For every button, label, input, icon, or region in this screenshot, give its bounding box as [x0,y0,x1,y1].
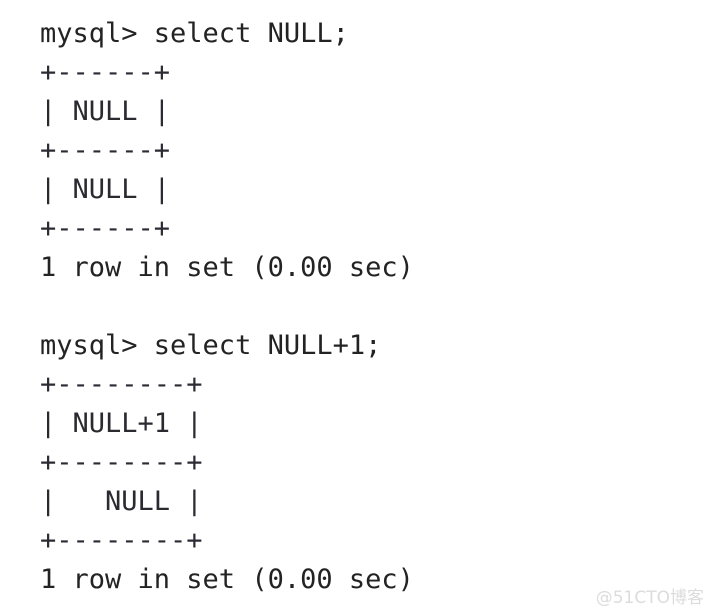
terminal-line-status-1: 1 row in set (0.00 sec) [40,252,414,283]
terminal-line-border-bottom-1: +------+ [40,213,171,244]
terminal-line-blank [40,287,700,326]
terminal-line-border-top-1: +------+ [40,57,171,88]
terminal-line-row-value-1: | NULL | [40,174,171,205]
terminal-line-status-2: 1 row in set (0.00 sec) [40,564,414,595]
terminal-line-column-header-2: | NULL+1 | [40,408,203,439]
terminal-line-command-1: mysql> select NULL; [40,18,349,49]
terminal-line-border-top-2: +--------+ [40,369,203,400]
terminal-line-command-2: mysql> select NULL+1; [40,330,382,361]
terminal-line-column-header-1: | NULL | [40,96,171,127]
watermark: @51CTO博客 [595,588,704,608]
terminal-line-border-bottom-2: +--------+ [40,525,203,556]
terminal-line-row-value-2: | NULL | [40,486,203,517]
terminal-line-border-mid-2: +--------+ [40,447,203,478]
terminal-transcript[interactable]: mysql> select NULL; +------+ | NULL | +----… [40,14,700,599]
terminal-line-border-mid-1: +------+ [40,135,171,166]
